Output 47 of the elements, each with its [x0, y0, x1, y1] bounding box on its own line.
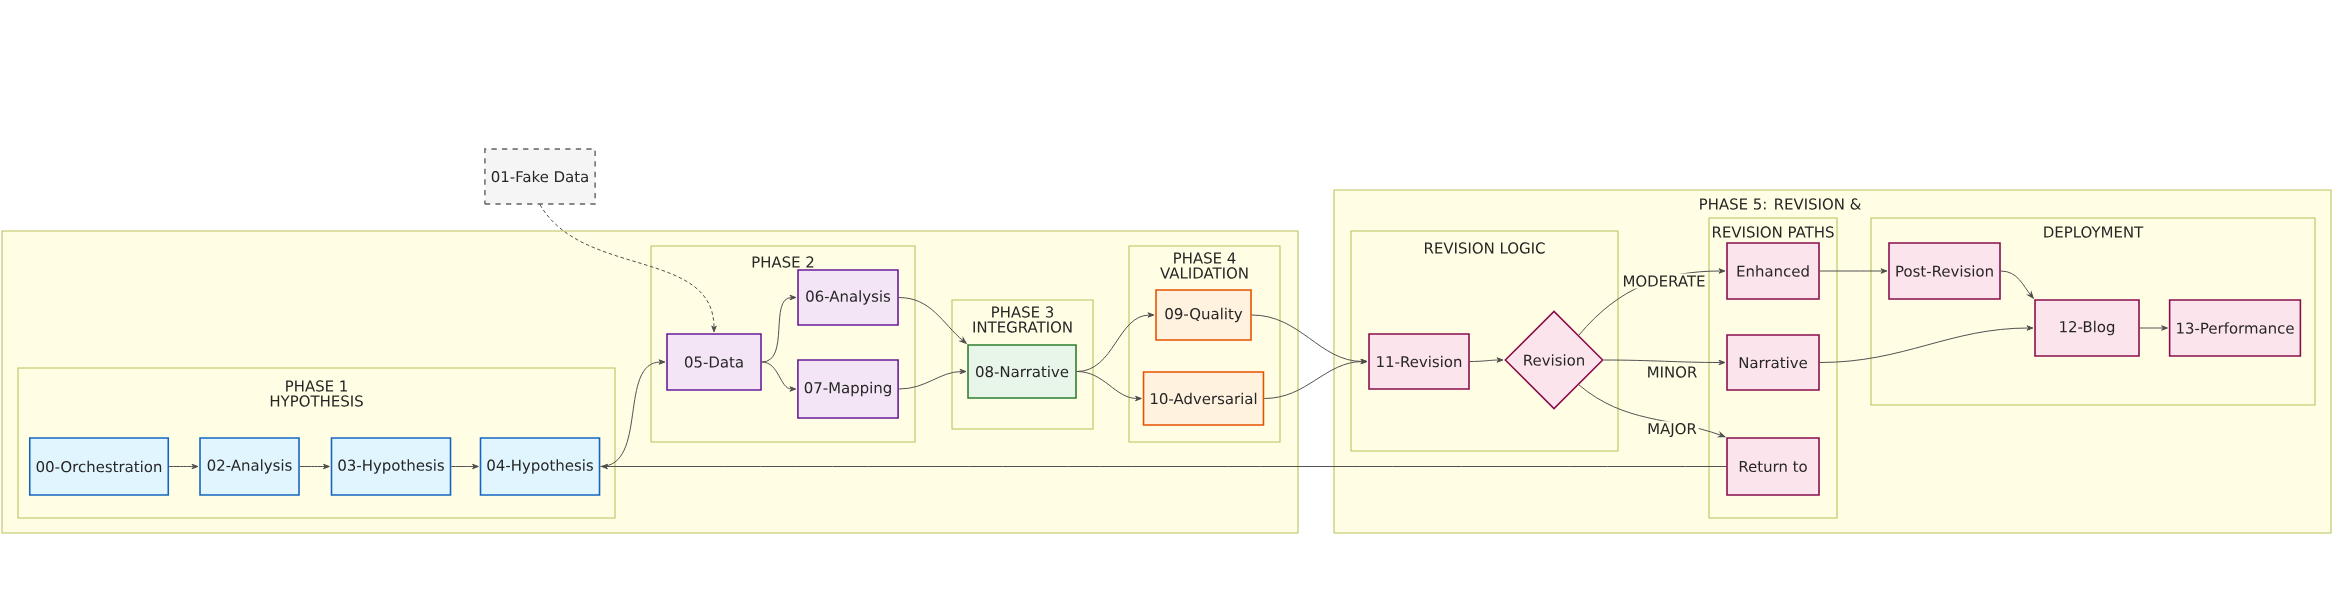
process-box: Narrative	[1726, 334, 1820, 391]
edge-label: MAJOR	[1645, 421, 1699, 439]
process-box: Post-Revision	[1888, 242, 2001, 300]
arrow	[1819, 268, 1888, 274]
cluster-title: PHASE 1	[286, 380, 347, 392]
process-box: 09-Quality	[1155, 289, 1252, 341]
arrow	[761, 361, 797, 392]
cluster-title: VALIDATION	[1160, 267, 1248, 279]
process-box: Return to	[1726, 437, 1820, 496]
process-box: 13-Performance	[2168, 299, 2302, 357]
arrow	[761, 294, 797, 363]
process-box: 02-Analysis	[199, 437, 300, 496]
process-box: 01-Fake Data	[484, 148, 596, 205]
arrow	[1263, 358, 1368, 399]
process-box: 05-Data	[666, 333, 762, 391]
arrow	[299, 463, 330, 470]
arrow	[450, 463, 479, 470]
arrow	[168, 463, 199, 470]
process-box: 06-Analysis	[797, 269, 899, 326]
arrow	[1076, 371, 1142, 402]
arrow	[601, 463, 1727, 470]
arrow	[1469, 357, 1504, 363]
cluster-title: REVISION LOGIC	[1425, 242, 1545, 254]
process-box: 08-Narrative	[967, 344, 1077, 399]
process-box: 11-Revision	[1368, 333, 1470, 390]
cluster-title: PHASE 4	[1174, 252, 1236, 264]
arrow	[898, 297, 967, 344]
cluster-title: HYPOTHESIS	[270, 395, 363, 407]
process-box: 12-Blog	[2034, 299, 2140, 357]
process-box: 04-Hypothesis	[479, 437, 601, 496]
arrow	[1819, 325, 2034, 363]
cluster-title: PHASE 3	[992, 306, 1054, 318]
cluster-title: PHASE 5: REVISION &	[1700, 198, 1861, 210]
arrow	[2139, 325, 2168, 331]
cluster-title: PHASE 2	[752, 256, 814, 268]
arrow	[1603, 359, 1726, 366]
process-box: 07-Mapping	[797, 359, 899, 419]
cluster-title: INTEGRATION	[973, 321, 1072, 333]
arrow	[539, 204, 717, 333]
process-box: 10-Adversarial	[1142, 371, 1265, 426]
arrow	[2000, 270, 2034, 299]
process-box: Enhanced	[1726, 242, 1820, 300]
cluster-title: REVISION PATHS	[1713, 226, 1834, 238]
cluster-title: DEPLOYMENT	[2044, 226, 2144, 238]
process-box: 03-Hypothesis	[330, 437, 452, 496]
process-box: 00-Orchestration	[28, 437, 170, 496]
arrow	[898, 368, 967, 390]
